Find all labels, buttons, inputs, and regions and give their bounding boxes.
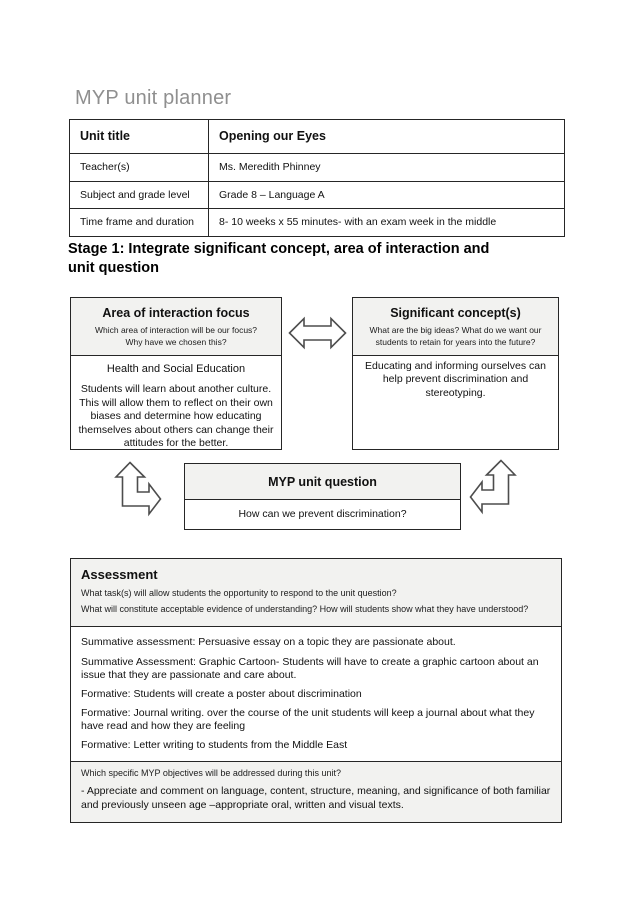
teacher-value: Ms. Meredith Phinney [208,153,565,182]
area-of-interaction-answer: Health and Social Education Students wil… [71,356,281,449]
assessment-header: Assessment What task(s) will allow stude… [71,559,561,628]
time-frame-label: Time frame and duration [69,208,209,237]
significant-concept-box: Significant concept(s) What are the big … [352,297,559,450]
significant-concept-answer: Educating and informing ourselves can he… [353,356,558,449]
subject-grade-label: Subject and grade level [69,180,209,210]
area-of-interaction-header: Area of interaction focus Which area of … [71,298,281,356]
table-row: Subject and grade level Grade 8 – Langua… [69,180,565,210]
prompt-line: Which area of interaction will be our fo… [94,325,258,335]
assessment-prompt: What will constitute acceptable evidence… [81,603,529,614]
assessment-title: Assessment [81,567,158,582]
significant-concept-header: Significant concept(s) What are the big … [353,298,558,356]
prompt-line: Why have we chosen this? [125,337,227,348]
unit-question-answer: How can we prevent discrimination? [238,508,407,520]
assessment-item: Formative: Letter writing to students fr… [81,739,348,752]
assessment-item: Summative assessment: Persuasive essay o… [81,636,456,649]
significant-concept-title: Significant concept(s) [390,306,521,320]
assessment-objectives: Which specific MYP objectives will be ad… [71,761,561,822]
bent-arrow-up-right-icon [109,461,162,524]
stage1-heading: Stage 1: Integrate significant concept, … [68,240,588,278]
time-frame-value: 8- 10 weeks x 55 minutes- with an exam w… [208,208,565,237]
table-row: Unit title Opening our Eyes [69,119,565,154]
assessment-prompt: What task(s) will allow students the opp… [81,588,397,598]
area-of-interaction-answer-title: Health and Social Education [106,362,246,375]
area-of-interaction-answer-body: Students will learn about another cultur… [78,382,274,449]
area-of-interaction-box: Area of interaction focus Which area of … [70,297,282,450]
objectives-prompt: Which specific MYP objectives will be ad… [81,768,341,779]
significant-concept-answer-body: Educating and informing ourselves can he… [365,359,546,399]
area-of-interaction-title: Area of interaction focus [102,306,250,320]
assessment-items: Summative assessment: Persuasive essay o… [71,627,561,761]
unit-info-table: Unit title Opening our Eyes Teacher(s) M… [69,119,565,237]
unit-question-title: MYP unit question [185,464,460,500]
table-row: Time frame and duration 8- 10 weeks x 55… [69,208,565,237]
subject-grade-value: Grade 8 – Language A [208,180,565,210]
document-title: MYP unit planner [75,87,232,109]
table-row: Teacher(s) Ms. Meredith Phinney [69,153,565,182]
unit-title-value: Opening our Eyes [208,119,565,154]
stage1-heading-line1: Stage 1: Integrate significant concept, … [68,241,490,257]
assessment-item: Formative: Journal writing. over the cou… [81,706,535,732]
teacher-label: Teacher(s) [69,153,209,182]
unit-title-label: Unit title [69,119,209,154]
stage1-heading-line2: unit question [68,259,160,276]
objectives-answer: - Appreciate and comment on language, co… [81,785,551,812]
assessment-item: Summative Assessment: Graphic Cartoon- S… [81,655,539,681]
assessment-box: Assessment What task(s) will allow stude… [70,558,562,823]
bent-arrow-up-left-icon [469,459,522,522]
area-of-interaction-prompt: Which area of interaction will be our fo… [75,324,277,349]
significant-concept-prompt: What are the big ideas? What do we want … [369,325,542,348]
unit-question-box: MYP unit question How can we prevent dis… [184,463,461,530]
assessment-item: Formative: Students will create a poster… [81,687,362,700]
double-arrow-icon [288,311,347,355]
